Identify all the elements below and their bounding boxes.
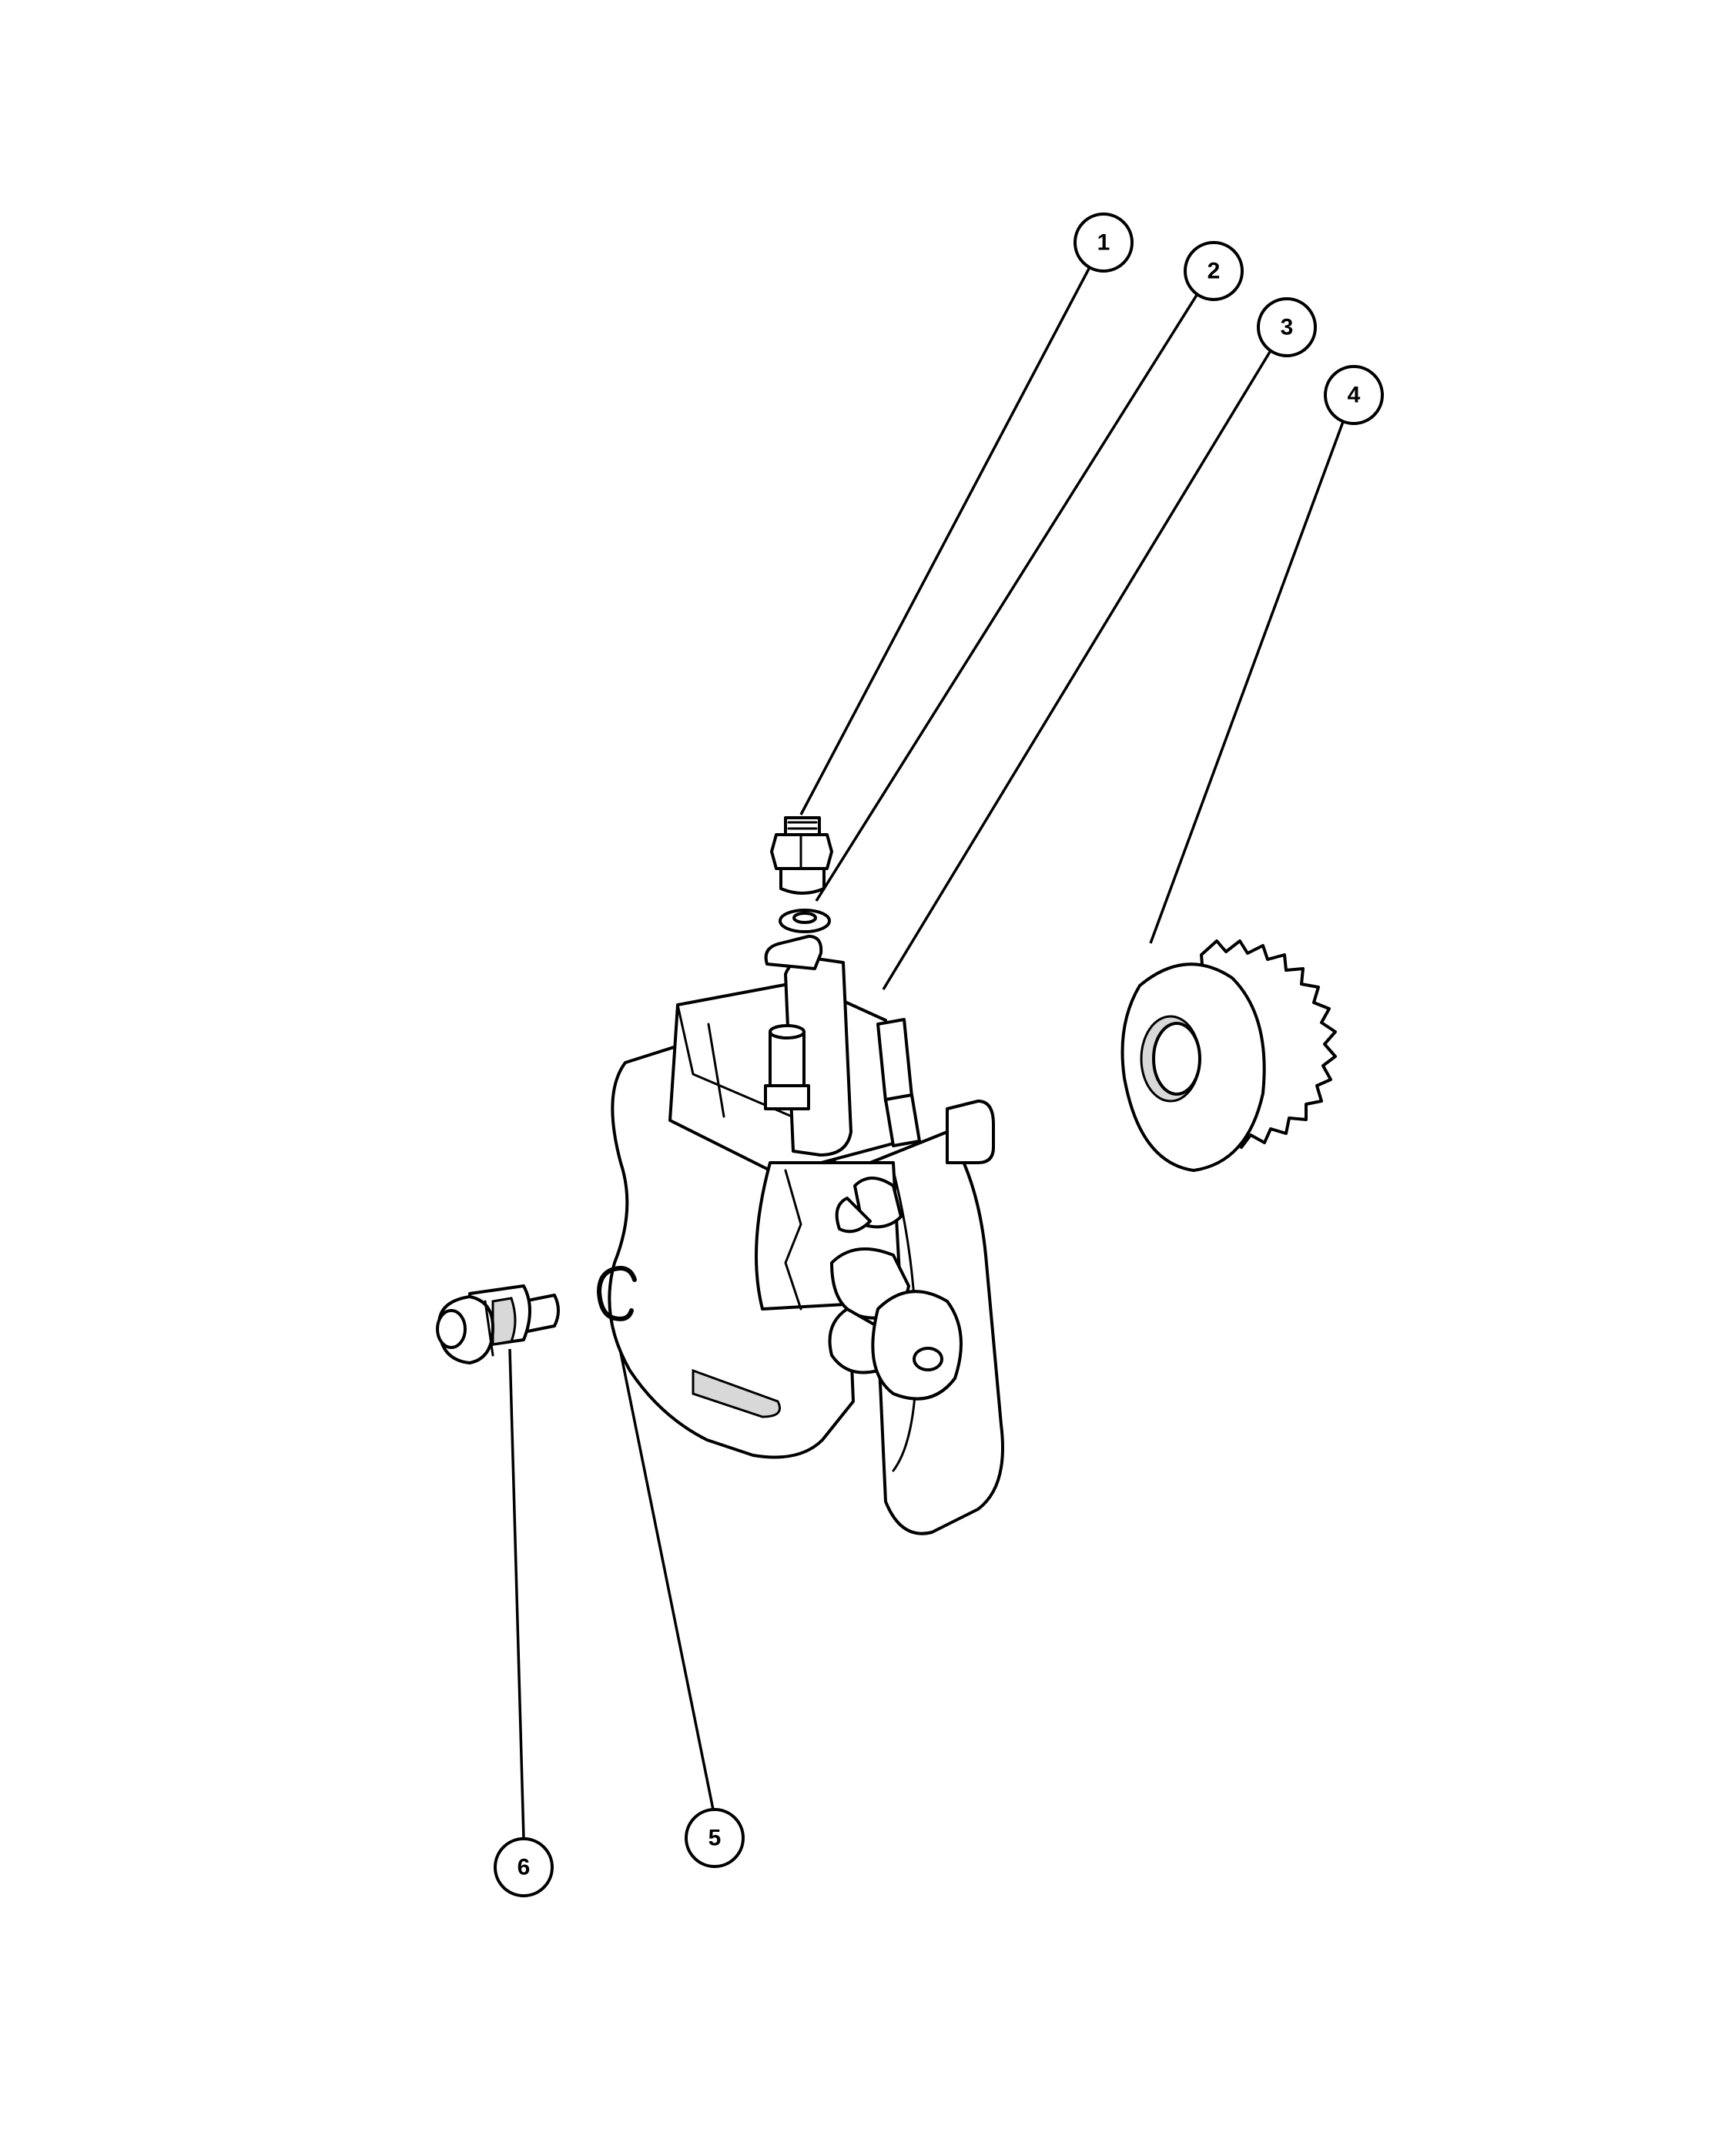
leader-line-3 bbox=[882, 347, 1274, 990]
washer-part-2 bbox=[779, 909, 831, 933]
callout-1: 1 bbox=[1074, 213, 1134, 273]
leader-line-1 bbox=[799, 266, 1091, 815]
leader-line-6 bbox=[508, 1348, 525, 1840]
callout-label-6: 6 bbox=[518, 1855, 531, 1880]
sensor-plug-part-6 bbox=[436, 1284, 560, 1364]
callout-6: 6 bbox=[494, 1837, 554, 1897]
callout-label-1: 1 bbox=[1097, 230, 1110, 256]
leader-line-4 bbox=[1149, 419, 1345, 944]
leader-line-5 bbox=[612, 1317, 715, 1810]
callout-label-3: 3 bbox=[1281, 315, 1294, 340]
callout-label-5: 5 bbox=[708, 1826, 722, 1851]
callout-2: 2 bbox=[1184, 241, 1244, 301]
callout-4: 4 bbox=[1324, 365, 1384, 425]
leader-line-2 bbox=[815, 292, 1200, 902]
callout-5: 5 bbox=[685, 1808, 745, 1868]
callout-label-4: 4 bbox=[1348, 383, 1361, 408]
fitting-part-1 bbox=[770, 816, 833, 895]
callout-3: 3 bbox=[1257, 297, 1317, 357]
pump-body-part-3 bbox=[608, 935, 1004, 1535]
callout-label-2: 2 bbox=[1208, 259, 1221, 284]
snap-ring-part-5 bbox=[597, 1266, 637, 1321]
gear-part-4 bbox=[1120, 939, 1337, 1172]
